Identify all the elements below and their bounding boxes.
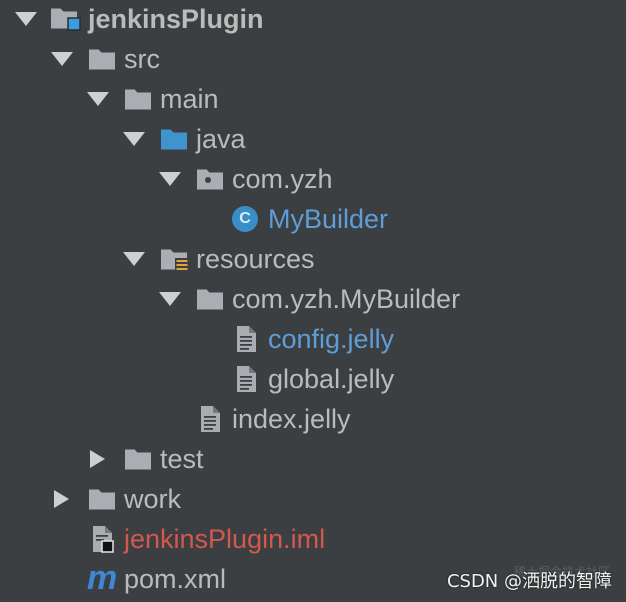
- tree-node-test[interactable]: test: [0, 439, 626, 479]
- tree-node-label: jenkinsPlugin: [88, 4, 264, 34]
- folder-icon: [124, 87, 152, 111]
- tree-node-global-jelly[interactable]: global.jelly: [0, 359, 626, 399]
- expanded-arrow-icon[interactable]: [159, 172, 181, 186]
- module-folder-icon: [50, 6, 81, 31]
- resources-folder-icon: [160, 247, 189, 272]
- tree-node-com-yzh[interactable]: com.yzh: [0, 159, 626, 199]
- tree-node-label: pom.xml: [124, 564, 227, 594]
- iml-file-icon: [90, 525, 114, 553]
- tree-node-pom-xml[interactable]: m pom.xml: [0, 559, 626, 599]
- watermark: CSDN @洒脱的智障: [446, 571, 612, 592]
- tree-node-label: com.yzh.MyBuilder: [232, 284, 461, 314]
- expanded-arrow-icon[interactable]: [51, 52, 73, 66]
- java-class-icon: C: [232, 206, 258, 232]
- tree-node-label: resources: [196, 244, 315, 274]
- folder-icon: [88, 487, 116, 511]
- tree-node-label: global.jelly: [268, 364, 395, 394]
- tree-node-jenkinsplugin[interactable]: jenkinsPlugin: [0, 0, 626, 39]
- tree-node-label: index.jelly: [232, 404, 351, 434]
- watermark-faint: 稀土掘金技术社区: [513, 565, 610, 579]
- expanded-arrow-icon[interactable]: [123, 252, 145, 266]
- tree-node-main[interactable]: main: [0, 79, 626, 119]
- text-file-icon: [234, 365, 258, 393]
- package-folder-icon: [196, 167, 224, 191]
- expanded-arrow-icon[interactable]: [123, 132, 145, 146]
- tree-node-resources[interactable]: resources: [0, 239, 626, 279]
- folder-icon: [124, 447, 152, 471]
- expanded-arrow-icon[interactable]: [15, 12, 37, 26]
- tree-node-java[interactable]: java: [0, 119, 626, 159]
- text-file-icon: [198, 405, 222, 433]
- folder-icon: [196, 287, 224, 311]
- tree-node-src[interactable]: src: [0, 39, 626, 79]
- tree-node-label: src: [124, 44, 160, 74]
- collapsed-arrow-icon[interactable]: [90, 450, 105, 468]
- tree-node-label: config.jelly: [268, 324, 395, 354]
- source-folder-icon: [160, 127, 188, 151]
- text-file-icon: [234, 325, 258, 353]
- tree-node-label: MyBuilder: [268, 204, 389, 234]
- maven-icon: m: [87, 559, 118, 597]
- expanded-arrow-icon[interactable]: [87, 92, 109, 106]
- tree-node-label: test: [160, 444, 204, 474]
- tree-node-mybuilder[interactable]: C MyBuilder: [0, 199, 626, 239]
- tree-node-jenkinsplugin-iml[interactable]: jenkinsPlugin.iml: [0, 519, 626, 559]
- expanded-arrow-icon[interactable]: [159, 292, 181, 306]
- tree-node-label: work: [124, 484, 182, 514]
- tree-node-label: jenkinsPlugin.iml: [124, 524, 326, 554]
- tree-node-index-jelly[interactable]: index.jelly: [0, 399, 626, 439]
- tree-node-work[interactable]: work: [0, 479, 626, 519]
- collapsed-arrow-icon[interactable]: [54, 490, 69, 508]
- tree-node-label: java: [196, 124, 246, 154]
- tree-node-label: com.yzh: [232, 164, 333, 194]
- tree-node-label: main: [160, 84, 219, 114]
- tree-node-config-jelly[interactable]: config.jelly: [0, 319, 626, 359]
- folder-icon: [88, 47, 116, 71]
- tree-node-com-yzh-mybuilder[interactable]: com.yzh.MyBuilder: [0, 279, 626, 319]
